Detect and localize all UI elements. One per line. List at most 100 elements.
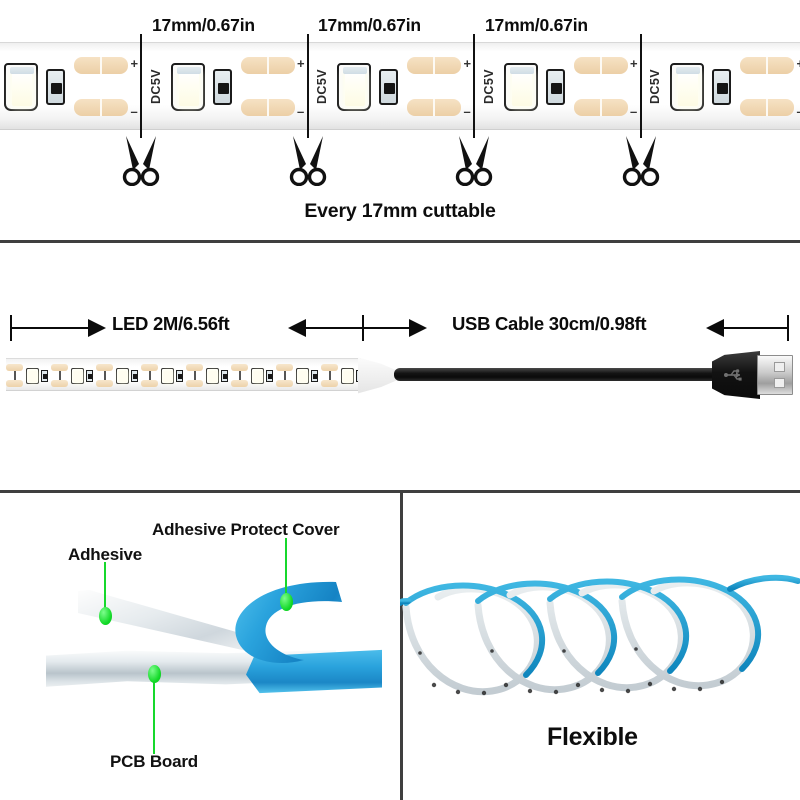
arrow-left-icon: [706, 319, 724, 337]
resistor: [41, 370, 48, 382]
led-chip: [170, 63, 205, 111]
dimension-axis-led-right: [305, 326, 363, 330]
arrow-right-icon: [88, 319, 106, 337]
copper-pad: [74, 99, 128, 116]
led-chip: [206, 368, 219, 384]
dc-voltage-label: DC5V: [481, 69, 496, 105]
copper-pad: [240, 99, 295, 116]
strip-mark: [239, 370, 241, 382]
polarity-plus: +: [297, 56, 305, 71]
cut-line-4: [640, 34, 642, 138]
resistor: [311, 370, 318, 382]
copper-pad: [186, 364, 203, 371]
resistor: [712, 69, 731, 105]
flexible-strip-coils: [400, 574, 800, 696]
panel-adhesive: [0, 490, 400, 800]
scissors-icon: [119, 134, 163, 187]
arrow-left-icon: [288, 319, 306, 337]
resistor: [86, 370, 93, 382]
copper-pad: [321, 380, 338, 387]
led-length-label: LED 2M/6.56ft: [112, 313, 230, 334]
led-chip: [296, 368, 309, 384]
copper-pad: [276, 364, 293, 371]
label-adhesive: Adhesive: [68, 545, 142, 564]
panel-length: LED 2M/6.56ft USB Cable 30cm/0.98ft: [0, 240, 800, 490]
cut-line-1: [140, 34, 142, 138]
leader-line-pcb: [153, 672, 156, 754]
label-pcb-board: PCB Board: [110, 752, 198, 771]
resistor: [46, 69, 65, 105]
copper-pad: [231, 364, 248, 371]
led-strip-segment: [6, 359, 56, 390]
usb-trident-icon: [722, 363, 746, 387]
resistor: [545, 69, 565, 105]
led-strip-segment: +–DC5V: [125, 43, 295, 129]
resistor: [221, 370, 228, 382]
polarity-plus: +: [463, 56, 472, 71]
led-strip-segment: [96, 359, 146, 390]
led-strip-segment: +–DC5V: [791, 43, 800, 129]
leader-line-protect-cover: [285, 538, 288, 598]
polarity-minus: –: [463, 104, 471, 119]
resistor: [176, 370, 183, 382]
led-chip: [161, 368, 174, 384]
dimension-axis-led-left: [11, 326, 91, 330]
usb-connector-shell: [757, 355, 793, 395]
polarity-minus: –: [797, 105, 800, 118]
led-chip: [503, 63, 538, 111]
copper-pad: [141, 380, 158, 387]
copper-pad: [96, 380, 113, 387]
led-chip: [4, 63, 38, 111]
cut-dimension-label-3: 17mm/0.67in: [485, 15, 588, 35]
strip-mark: [59, 370, 61, 382]
copper-pad: [573, 57, 628, 74]
copper-pad: [74, 57, 128, 74]
copper-pad: [186, 380, 203, 387]
leader-line-adhesive: [104, 562, 107, 612]
flexible-caption: Flexible: [547, 723, 638, 751]
polarity-plus: +: [797, 57, 800, 70]
polarity-plus: +: [630, 56, 638, 71]
dc-voltage-label: DC5V: [648, 69, 662, 105]
cut-line-2: [307, 34, 309, 138]
led-chip: [26, 368, 39, 384]
copper-pad: [573, 99, 628, 116]
polarity-minus: –: [297, 104, 305, 119]
copper-pad: [740, 57, 794, 74]
led-chip: [341, 368, 354, 384]
led-strip-segment: [186, 359, 236, 390]
copper-pad: [240, 57, 295, 74]
led-strip-segment: [276, 359, 326, 390]
led-strip-full: [6, 358, 361, 391]
led-strip-segment: +–DC5V: [624, 43, 794, 129]
led-chip: [251, 368, 264, 384]
led-strip-segment: [231, 359, 281, 390]
scissors-icon: [286, 134, 330, 187]
led-chip: [71, 368, 84, 384]
copper-pad: [407, 99, 461, 116]
copper-pad: [141, 364, 158, 371]
usb-cable: [394, 368, 720, 381]
polarity-plus: +: [130, 56, 139, 71]
resistor: [131, 370, 138, 382]
cut-dimension-label-1: 17mm/0.67in: [152, 15, 255, 35]
dimension-row: LED 2M/6.56ft USB Cable 30cm/0.98ft: [0, 313, 800, 341]
copper-pad: [6, 364, 23, 371]
copper-pad: [321, 364, 338, 371]
copper-pad: [51, 380, 68, 387]
dimension-tick-right: [787, 315, 789, 341]
resistor: [379, 69, 398, 105]
scissors-icon: [619, 134, 663, 187]
led-strip-segment: [321, 359, 361, 390]
panel-cuttable: +–DC5V+–DC5V+–DC5V+–DC5V+–DC5V+–DC5V 17m…: [0, 0, 800, 240]
led-strip-segment: +–DC5V: [291, 43, 461, 129]
led-strip-segment: + –DC5V: [458, 43, 628, 129]
led-strip-segment: [141, 359, 191, 390]
copper-pad: [96, 364, 113, 371]
polarity-minus: –: [130, 104, 138, 119]
resistor: [212, 69, 232, 105]
scissors-icon: [452, 134, 496, 187]
strip-mark: [329, 370, 331, 382]
cut-dimension-label-2: 17mm/0.67in: [318, 15, 421, 35]
